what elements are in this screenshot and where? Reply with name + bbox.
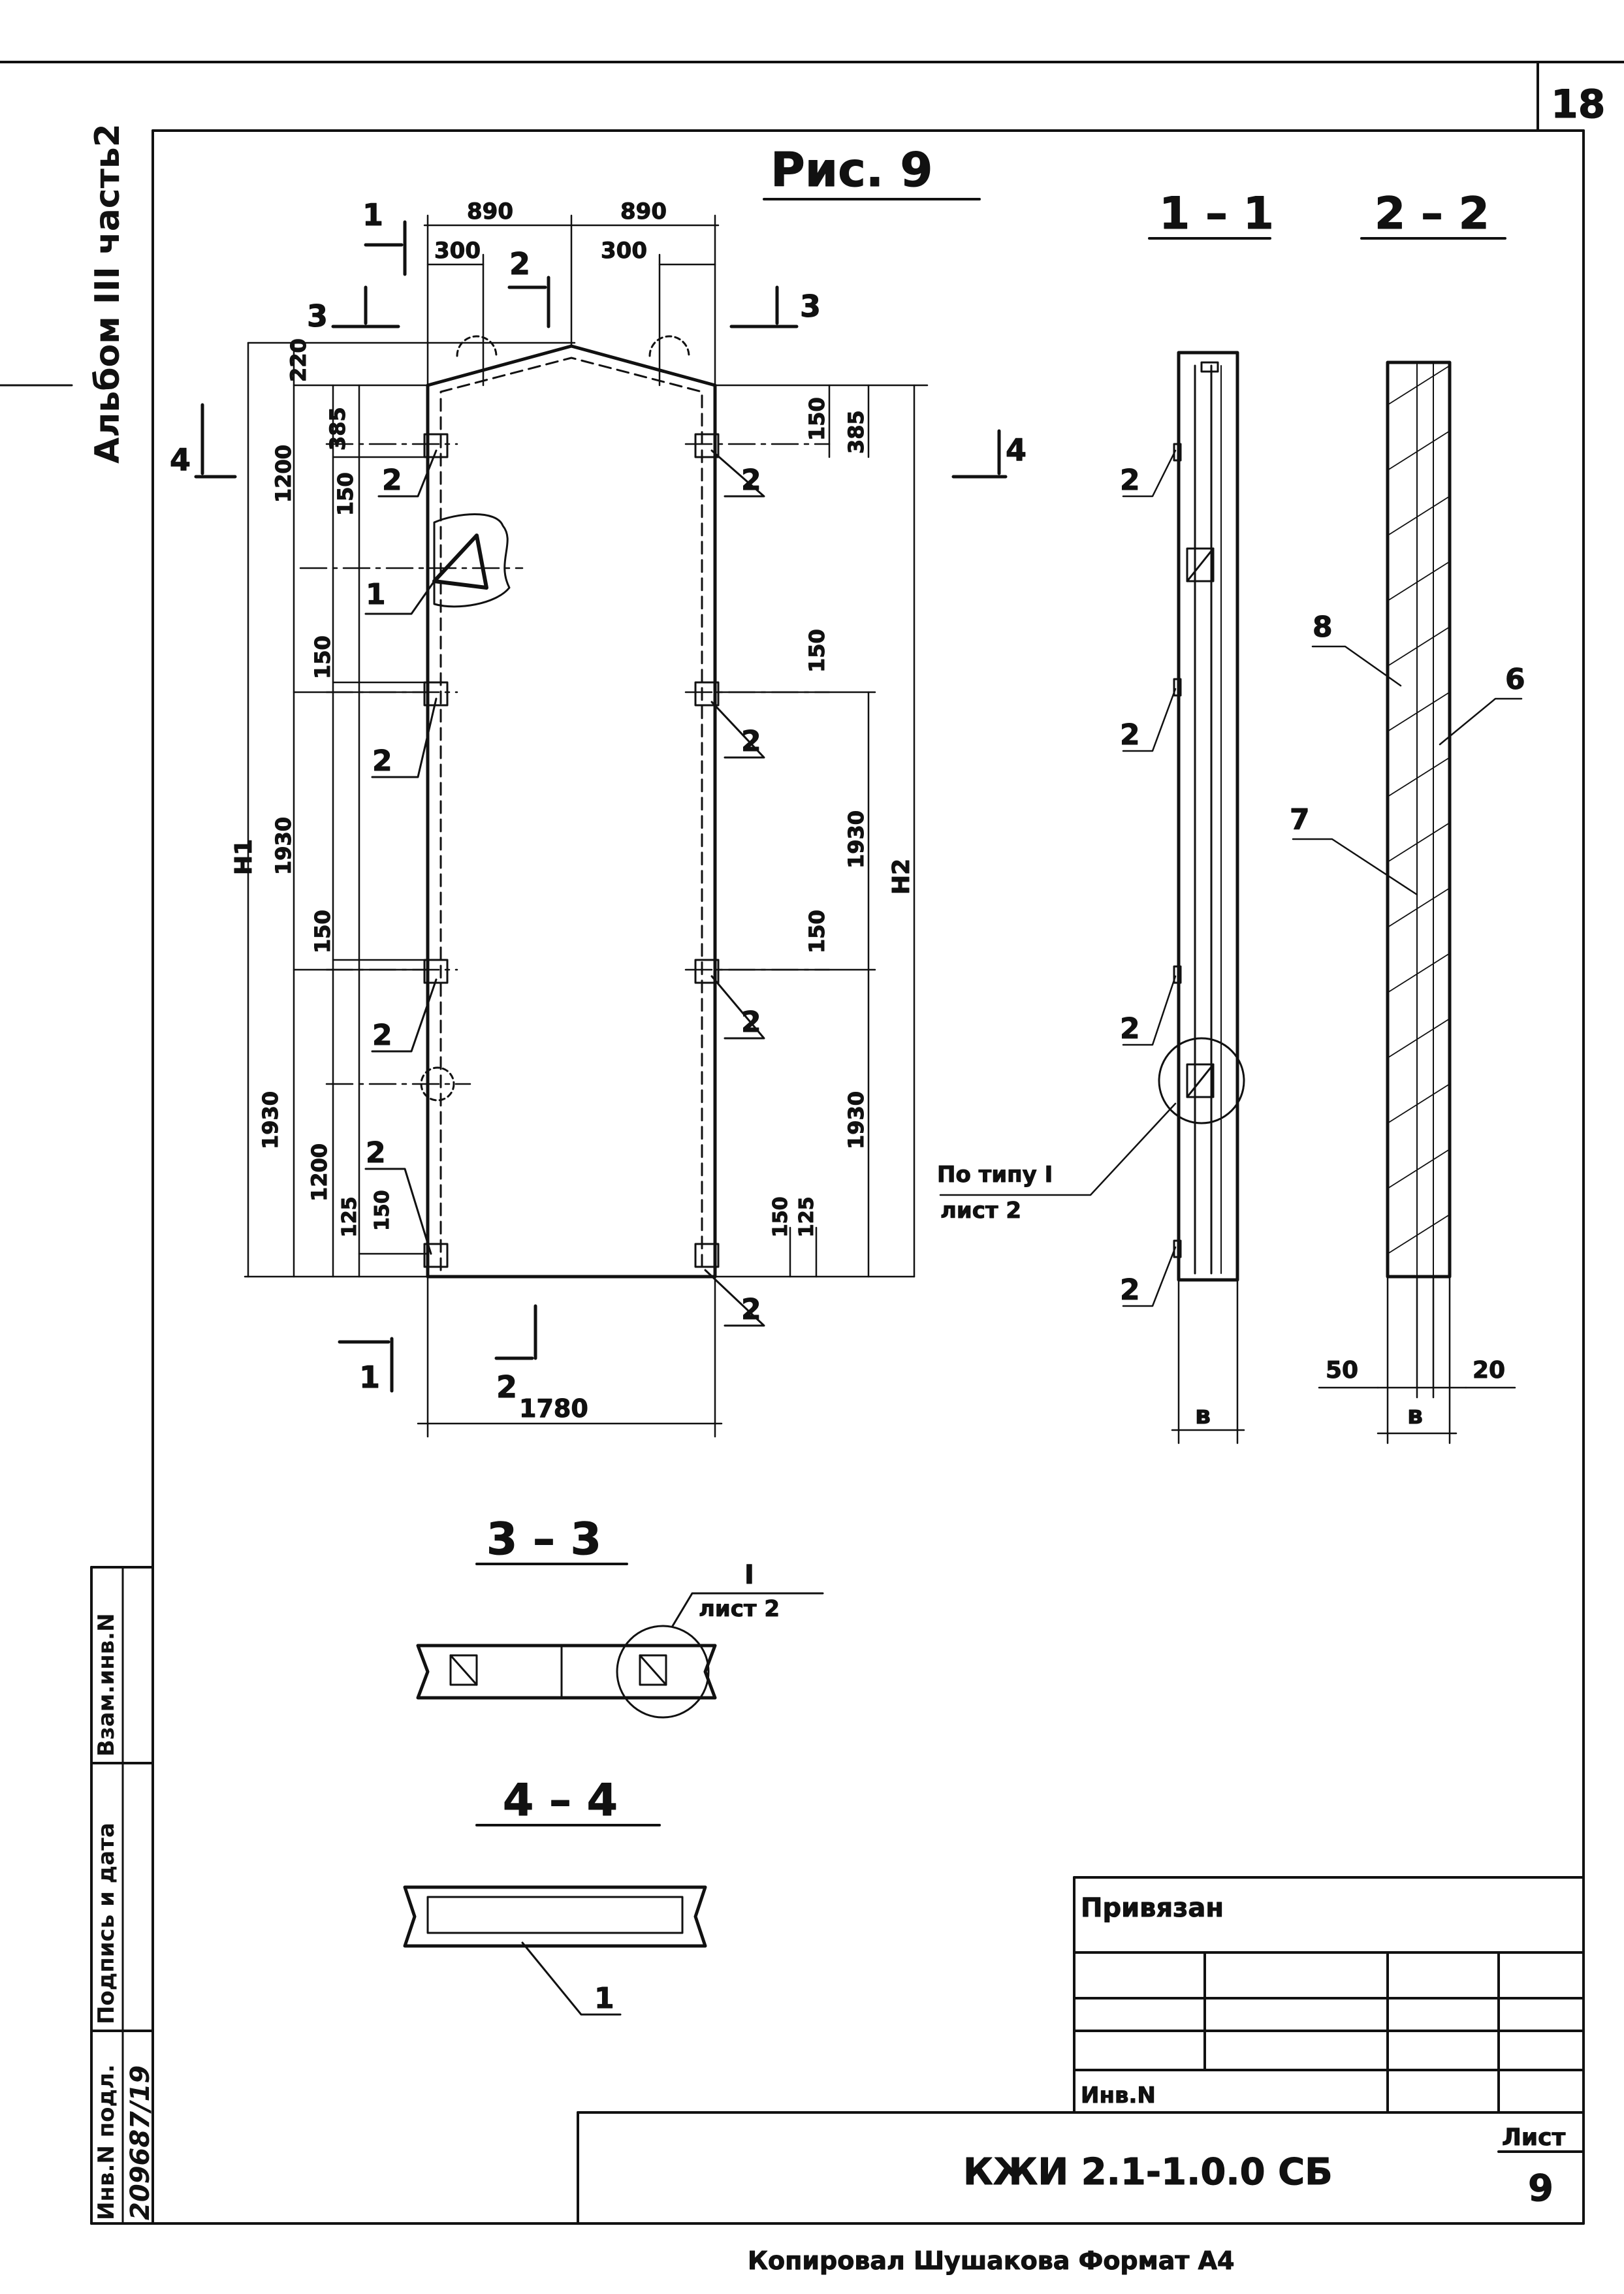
section-22-dims (1292, 645, 1523, 1444)
dim-385-left: 385 (325, 407, 350, 451)
cut-mark-4-right: 4 (1006, 432, 1027, 468)
callout-2-side-3: 2 (1120, 1012, 1140, 1045)
dim-b-side: в (1195, 1401, 1211, 1429)
dim-150-left-1: 150 (333, 472, 358, 516)
title-privyazan: Привязан (1081, 1893, 1224, 1923)
title-inv: Инв.N (1081, 2082, 1156, 2109)
ref-detail-I: I (744, 1560, 754, 1590)
album-label: Альбом III часть2 (88, 123, 127, 464)
dim-1930-right-2: 1930 (844, 1091, 868, 1149)
type-note-line2: лист 2 (940, 1198, 1021, 1224)
front-view-dimensions (244, 214, 929, 1438)
stamp-inv-label: Инв.N подл. (93, 2064, 119, 2220)
page-number: 18 (1551, 82, 1606, 127)
callout-8: 8 (1313, 611, 1333, 644)
type-note-line1: По типу I (937, 1162, 1053, 1188)
dim-1780: 1780 (519, 1394, 588, 1423)
dim-890-left: 890 (467, 199, 513, 225)
dim-1930-left-2: 1930 (258, 1091, 283, 1149)
title-sheet-value: 9 (1528, 2167, 1553, 2210)
section-44-outline (403, 1885, 707, 2016)
callout-2-front-6: 2 (741, 1006, 761, 1039)
callout-2-front-8: 2 (741, 1293, 761, 1326)
label-h2: H2 (888, 859, 915, 895)
dim-b-section: в (1407, 1401, 1423, 1429)
title-block-frame (577, 1876, 1585, 2225)
section-33-title: 3 – 3 (486, 1514, 601, 1565)
section-22-title: 2 – 2 (1375, 188, 1489, 240)
cut-mark-3-left: 3 (307, 298, 328, 334)
dim-125-right: 125 (795, 1196, 818, 1237)
stamp-inv-value: 209687/19 (125, 2065, 155, 2220)
side-stamp-frame (90, 1566, 154, 2225)
section-11-title: 1 – 1 (1159, 188, 1274, 240)
title-sheet-label: Лист (1502, 2124, 1565, 2151)
stamp-sign-label: Подпись и дата (93, 1823, 119, 2024)
side-view-outline (1158, 351, 1245, 1282)
dim-150-right-3: 150 (804, 910, 829, 953)
callout-2-front-3: 2 (372, 744, 392, 778)
cut-mark-1-top: 1 (362, 197, 383, 232)
cut-mark-4-left: 4 (170, 442, 191, 477)
dim-150-left-2: 150 (310, 635, 335, 679)
section-22-hatch (1387, 365, 1450, 1254)
dim-150-right-1: 150 (804, 397, 829, 441)
cut-markers (194, 220, 1008, 1393)
dim-125-left: 125 (338, 1196, 361, 1237)
callout-2-side-2: 2 (1120, 718, 1140, 752)
dim-1200-bottom: 1200 (307, 1143, 332, 1202)
dim-50: 50 (1326, 1357, 1358, 1384)
callout-2-front-7: 2 (366, 1136, 386, 1170)
front-view-breakout-detail (432, 513, 511, 608)
dim-300-left: 300 (434, 238, 481, 264)
dim-150-left-4: 150 (371, 1190, 394, 1231)
title-code: КЖИ 2.1-1.0.0 СБ (963, 2151, 1333, 2193)
dim-150-right-2: 150 (804, 629, 829, 673)
callout-1-section44: 1 (594, 1982, 614, 2015)
dim-1930-right-1: 1930 (844, 810, 868, 868)
front-view-embedded-parts (420, 335, 720, 1268)
callout-1-front: 1 (366, 578, 386, 611)
dim-150-right-4: 150 (769, 1196, 792, 1237)
side-view-dims (939, 449, 1245, 1444)
stamp-swap-label: Взам.инв.N (93, 1613, 119, 1757)
callout-6: 6 (1505, 663, 1525, 696)
front-view-hidden-lines (439, 357, 703, 1271)
cut-mark-2-bottom: 2 (496, 1369, 517, 1405)
label-h1: H1 (231, 839, 257, 875)
format-label: Копировал Шушакова Формат А4 (748, 2246, 1234, 2275)
cut-mark-1-bottom: 1 (359, 1360, 380, 1395)
front-view-outline (426, 344, 717, 1279)
callout-2-front-2: 2 (741, 464, 761, 497)
dim-20: 20 (1473, 1357, 1505, 1384)
sheet-frame (0, 61, 1624, 2225)
dim-1200-top: 1200 (271, 445, 296, 503)
dim-220: 220 (286, 338, 311, 382)
callout-7: 7 (1290, 803, 1310, 836)
dim-385-right: 385 (844, 410, 868, 454)
dim-150-left-3: 150 (310, 910, 335, 953)
section-33-outline (416, 1592, 824, 1719)
cut-mark-2-top: 2 (509, 246, 530, 281)
dim-1930-left-1: 1930 (271, 817, 296, 875)
callout-2-side-4: 2 (1120, 1273, 1140, 1307)
section-22-outline (1386, 360, 1452, 1279)
figure-title: Рис. 9 (771, 142, 932, 197)
dim-890-right: 890 (620, 199, 667, 225)
callout-2-front-5: 2 (372, 1019, 392, 1052)
ref-sheet-2: лист 2 (699, 1596, 780, 1622)
callout-2-front-1: 2 (382, 464, 402, 497)
section-44-title: 4 – 4 (503, 1775, 618, 1826)
callout-2-side-1: 2 (1120, 464, 1140, 497)
cut-mark-3-right: 3 (800, 289, 821, 324)
front-view-leaders (364, 449, 765, 1327)
dim-300-right: 300 (601, 238, 647, 264)
callout-2-front-4: 2 (741, 725, 761, 758)
